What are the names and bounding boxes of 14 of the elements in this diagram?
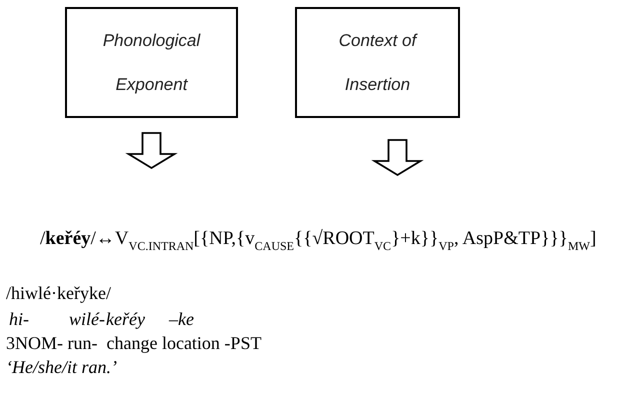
text-box bbox=[295, 7, 460, 118]
vocabulary-item-formula: /keřéy/↔V$_{VC.INTRAN}$[{NP,{v$_{CAUSE}${{√ROOT$_{VC}$}+k}}$_{VP}$, AspP&TP}}}$_{MW}$] bbox=[39, 227, 598, 250]
gloss-line: 3NOM- run- change location -PST bbox=[6, 332, 262, 355]
block-arrow bbox=[125, 132, 178, 170]
morpheme: wilé- bbox=[69, 308, 105, 331]
block-arrow bbox=[371, 139, 424, 176]
text-box bbox=[65, 7, 238, 118]
morpheme: keřéy bbox=[106, 308, 145, 331]
box-label: Phonological Exponent bbox=[102, 30, 202, 96]
translation: ‘He/she/it ran.’ bbox=[6, 356, 117, 379]
phonological-form: /hiwlé·keřyke/ bbox=[6, 282, 111, 305]
morpheme: –ke bbox=[169, 308, 194, 331]
morpheme: hi- bbox=[9, 308, 29, 331]
box-label: Context of Insertion bbox=[338, 30, 419, 96]
